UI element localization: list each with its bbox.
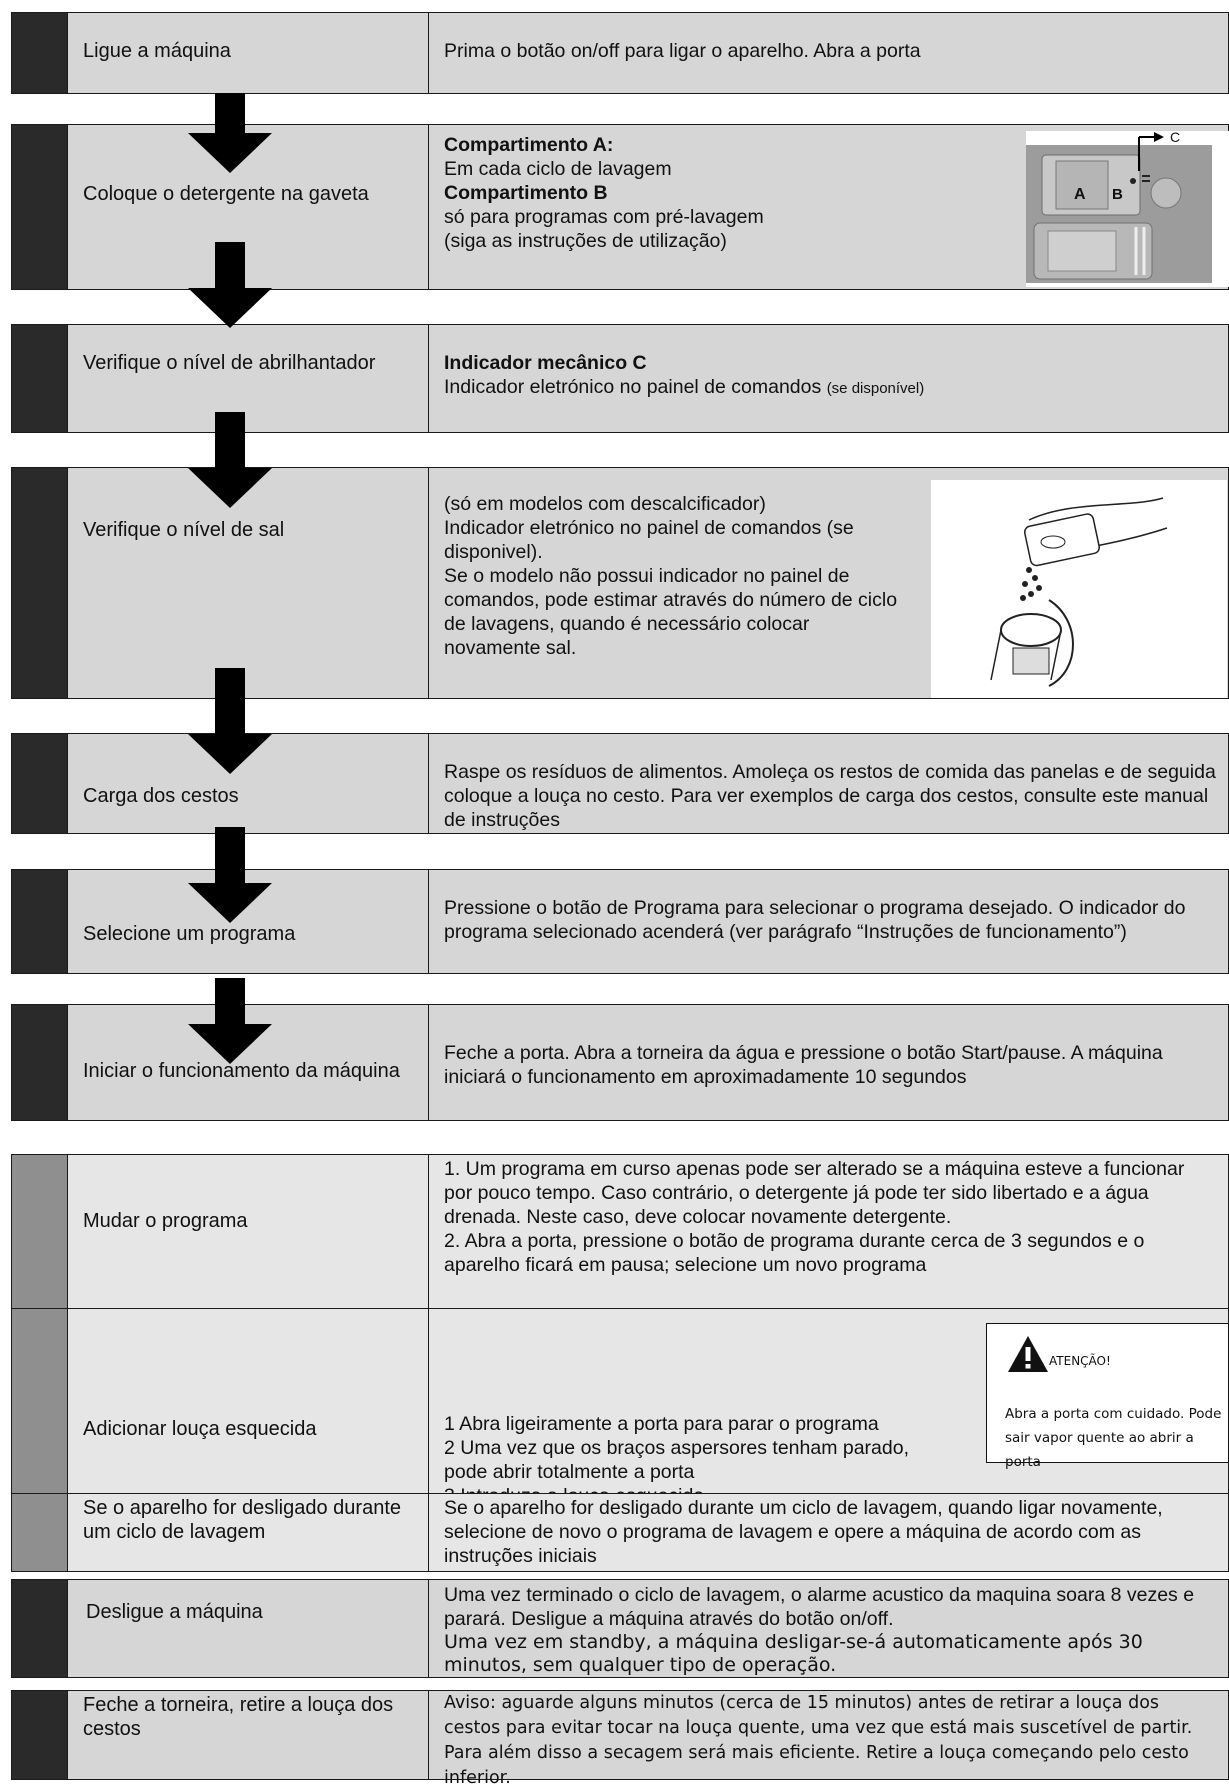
step-label: Feche a torneira, retire a louça dos ces… bbox=[83, 1694, 394, 1740]
step-marker bbox=[12, 325, 67, 432]
step-label: Carga dos cestos bbox=[83, 785, 239, 807]
extra-label: Mudar o programa bbox=[83, 1210, 248, 1232]
step-desc-cell: Indicador mecânico C Indicador eletrónic… bbox=[429, 325, 1228, 432]
step-label: Verifique o nível de abrilhantador bbox=[83, 352, 376, 374]
step-label: Ligue a máquina bbox=[83, 40, 231, 62]
extra-row-change-program: Mudar o programa 1. Um programa em curso… bbox=[11, 1154, 1229, 1309]
step-desc: (só em modelos com descalcificador) Indi… bbox=[444, 493, 898, 659]
mechanical-indicator: Indicador mecânico C bbox=[444, 352, 647, 374]
step-desc: Pressione o botão de Programa para selec… bbox=[444, 897, 1186, 943]
step-marker bbox=[12, 125, 67, 289]
salt-filling-image bbox=[931, 480, 1227, 698]
step-marker bbox=[12, 1580, 67, 1677]
warning-icon bbox=[1008, 1336, 1048, 1372]
step-row-close-tap: Feche a torneira, retire a louça dos ces… bbox=[11, 1690, 1229, 1788]
availability-note: (se disponível) bbox=[826, 380, 925, 397]
electronic-indicator: Indicador eletrónico no painel de comand… bbox=[444, 375, 1216, 401]
step-label-cell: Desligue a máquina bbox=[67, 1580, 429, 1677]
warning-box: ATENÇÃO! Abra a porta com cuidado. Pode … bbox=[986, 1323, 1229, 1470]
step-marker bbox=[12, 870, 67, 973]
step-label: Iniciar o funcionamento da máquina bbox=[83, 1060, 400, 1082]
extra-desc: 1. Um programa em curso apenas pode ser … bbox=[444, 1158, 1185, 1276]
step-desc-cell: Prima o botão on/off para ligar o aparel… bbox=[429, 13, 1228, 93]
step-desc: Prima o botão on/off para ligar o aparel… bbox=[444, 40, 921, 62]
step-label-cell: Iniciar o funcionamento da máquina bbox=[67, 1005, 429, 1120]
extra-desc-cell: Se o aparelho for desligado durante um c… bbox=[429, 1494, 1228, 1571]
step-label-cell: Coloque o detergente na gaveta bbox=[67, 125, 429, 289]
label-a: A bbox=[1074, 186, 1086, 203]
extra-marker bbox=[12, 1155, 67, 1308]
extra-marker bbox=[12, 1309, 67, 1493]
step-desc: Aviso: aguarde alguns minutos (cerca de … bbox=[444, 1693, 1193, 1788]
step-marker bbox=[12, 1691, 67, 1779]
warning-text: Abra a porta com cuidado. Pode sair vapo… bbox=[1005, 1406, 1222, 1470]
extra-label: Adicionar louça esquecida bbox=[83, 1418, 317, 1440]
step-desc-cell: (só em modelos com descalcificador) Indi… bbox=[429, 468, 1228, 698]
step-marker bbox=[12, 13, 67, 93]
detergent-drawer-illustration: A B C bbox=[1026, 129, 1212, 283]
extra-desc: Se o aparelho for desligado durante um c… bbox=[444, 1497, 1163, 1567]
step-desc-cell: Pressione o botão de Programa para selec… bbox=[429, 870, 1228, 973]
extra-label: Se o aparelho for desligado durante um c… bbox=[83, 1497, 402, 1543]
compartment-b-note: (siga as instruções de utilização) bbox=[444, 230, 727, 252]
step-desc-cell: Compartimento A: Em cada ciclo de lavage… bbox=[429, 125, 1229, 289]
standby-note: Uma vez em standby, a máquina desligar-s… bbox=[444, 1631, 1143, 1676]
extra-row-power-off: Se o aparelho for desligado durante um c… bbox=[11, 1493, 1229, 1572]
label-c: C bbox=[1170, 131, 1180, 145]
label-b: B bbox=[1112, 186, 1123, 203]
step-row-turn-off: Desligue a máquina Uma vez terminado o c… bbox=[11, 1579, 1229, 1678]
extra-marker bbox=[12, 1494, 67, 1571]
step-desc: Raspe os resíduos de alimentos. Amoleça … bbox=[444, 761, 1216, 831]
extra-label-cell: Se o aparelho for desligado durante um c… bbox=[67, 1494, 429, 1571]
step-label-cell: Ligue a máquina bbox=[67, 13, 429, 93]
salt-filling-illustration bbox=[990, 497, 1168, 687]
step-desc-cell: Feche a porta. Abra a torneira da água e… bbox=[429, 1005, 1228, 1120]
step-label: Verifique o nível de sal bbox=[83, 519, 285, 541]
step-desc-cell: Uma vez terminado o ciclo de lavagem, o … bbox=[429, 1580, 1228, 1677]
detergent-drawer-image: A B C bbox=[1026, 129, 1229, 287]
step-label: Selecione um programa bbox=[83, 923, 296, 945]
step-desc: Indicador mecânico C Indicador eletrónic… bbox=[444, 351, 1216, 401]
step-label-cell: Feche a torneira, retire a louça dos ces… bbox=[67, 1691, 429, 1779]
step-label-cell: Verifique o nível de sal bbox=[67, 468, 429, 698]
extra-label-cell: Mudar o programa bbox=[67, 1155, 429, 1308]
step-label-cell: Selecione um programa bbox=[67, 870, 429, 973]
compartment-b-title: Compartimento B bbox=[444, 182, 608, 204]
turn-off-note: Uma vez terminado o ciclo de lavagem, o … bbox=[444, 1584, 1195, 1630]
step-desc: Compartimento A: Em cada ciclo de lavage… bbox=[444, 133, 1216, 253]
step-row-3: Verifique o nível de abrilhantador Indic… bbox=[11, 324, 1229, 433]
step-label-cell: Verifique o nível de abrilhantador bbox=[67, 325, 429, 432]
step-label: Coloque o detergente na gaveta bbox=[83, 183, 369, 205]
step-label: Desligue a máquina bbox=[86, 1601, 263, 1623]
step-row-4: Verifique o nível de sal (só em modelos … bbox=[11, 467, 1229, 699]
step-row-2: Coloque o detergente na gaveta Compartim… bbox=[11, 124, 1229, 290]
electronic-indicator-text: Indicador eletrónico no painel de comand… bbox=[444, 376, 822, 398]
step-desc-cell: Aviso: aguarde alguns minutos (cerca de … bbox=[429, 1691, 1228, 1788]
step-desc-cell: Raspe os resíduos de alimentos. Amoleça … bbox=[429, 734, 1228, 833]
extra-label-cell: Adicionar louça esquecida bbox=[67, 1309, 429, 1493]
warning-title: ATENÇÃO! bbox=[1049, 1354, 1111, 1368]
step-desc: Uma vez terminado o ciclo de lavagem, o … bbox=[444, 1583, 1216, 1677]
step-label-cell: Carga dos cestos bbox=[67, 734, 429, 833]
extra-desc-cell: 1. Um programa em curso apenas pode ser … bbox=[429, 1155, 1228, 1308]
step-row-1: Ligue a máquina Prima o botão on/off par… bbox=[11, 12, 1229, 94]
step-desc: Feche a porta. Abra a torneira da água e… bbox=[444, 1042, 1163, 1088]
step-marker bbox=[12, 468, 67, 698]
compartment-a-text: Em cada ciclo de lavagem bbox=[444, 158, 672, 180]
compartment-a-title: Compartimento A: bbox=[444, 134, 614, 156]
step-marker bbox=[12, 734, 67, 833]
step-marker bbox=[12, 1005, 67, 1120]
compartment-b-text: só para programas com pré-lavagem bbox=[444, 206, 764, 228]
